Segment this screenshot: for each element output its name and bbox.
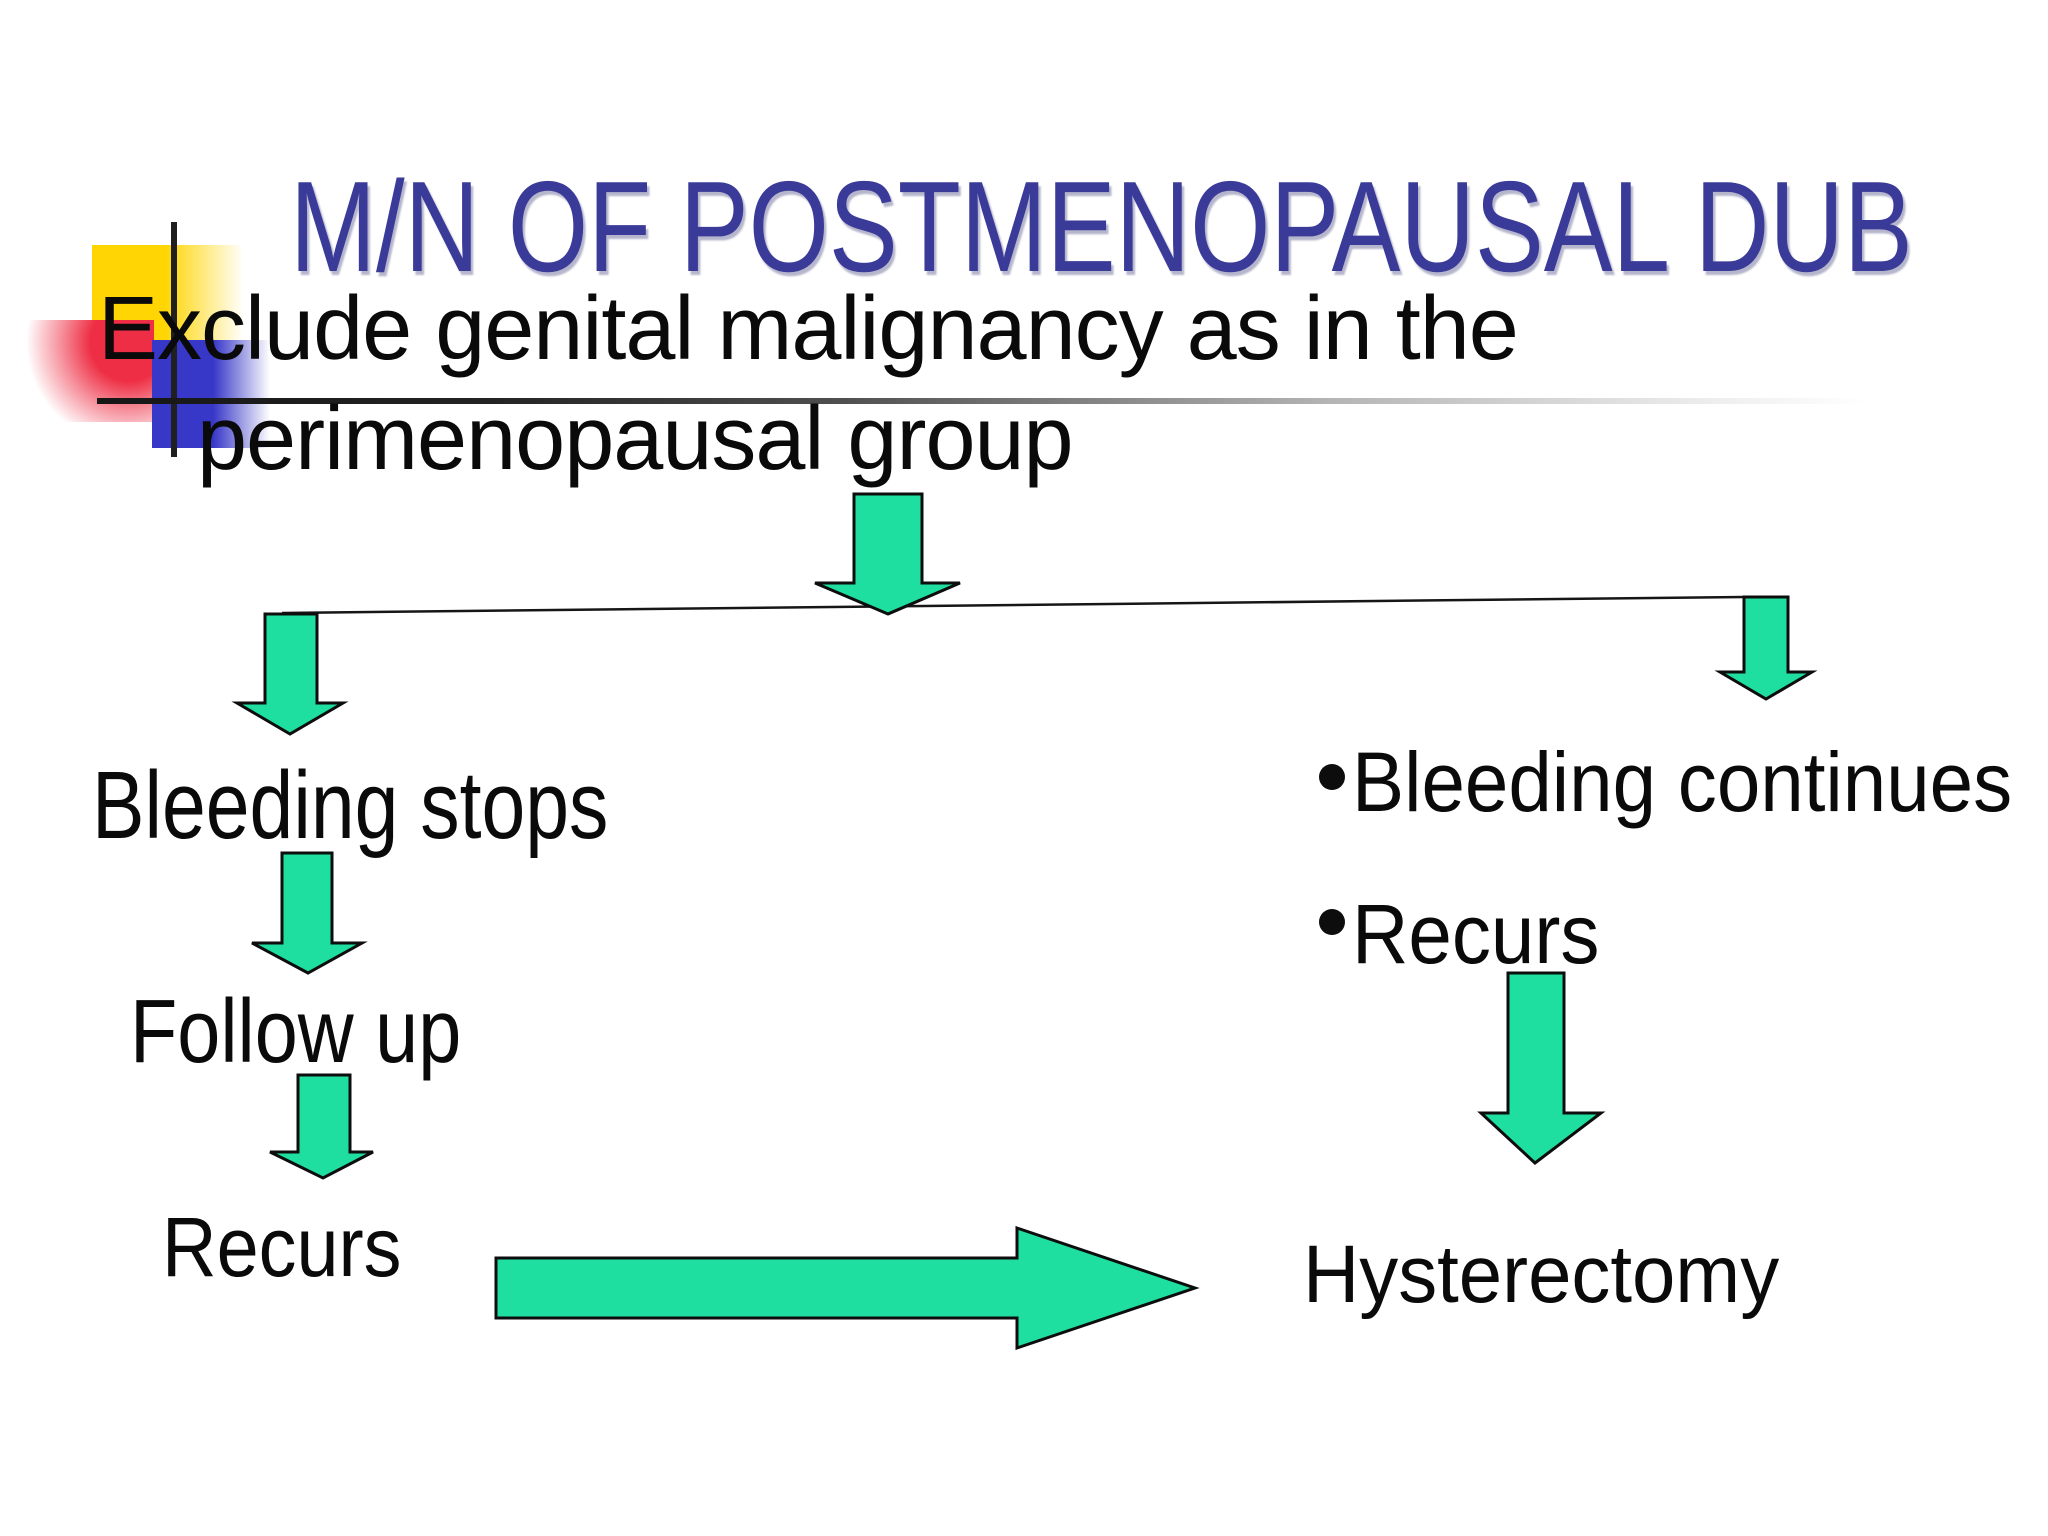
bullet-icon <box>1319 909 1345 935</box>
label-follow-up: Follow up <box>130 982 462 1082</box>
label-bleeding-stops: Bleeding stops <box>92 752 609 859</box>
recurs-to-hysterectomy-right-arrow-icon <box>494 1225 1200 1351</box>
recurs-down-arrow-icon <box>1477 971 1606 1165</box>
branch-connector-line <box>281 595 1745 615</box>
right-branch-down-arrow-icon <box>1714 595 1818 701</box>
main-down-arrow-icon <box>814 492 961 616</box>
label-recurs-left: Recurs <box>162 1200 402 1294</box>
label-hysterectomy: Hysterectomy <box>1303 1229 1780 1320</box>
follow-up-down-arrow-icon <box>269 1073 374 1180</box>
bleeding-stops-down-arrow-icon <box>251 851 368 975</box>
decor-red-square <box>28 320 154 422</box>
decor-horizontal-rule <box>97 398 1865 404</box>
slide-title: M/N OF POSTMENOPAUSAL DUB <box>290 155 1913 299</box>
subtitle-line-1: Exclude genital malignancy as in the <box>98 279 1519 379</box>
decor-vertical-line <box>171 222 177 457</box>
label-recurs-right: Recurs <box>1352 887 1600 981</box>
subtitle-line-2: perimenopausal group <box>197 389 1074 489</box>
left-branch-down-arrow-icon <box>231 612 349 736</box>
label-bleeding-continues: Bleeding continues <box>1352 735 2013 829</box>
bullet-icon <box>1319 764 1345 790</box>
